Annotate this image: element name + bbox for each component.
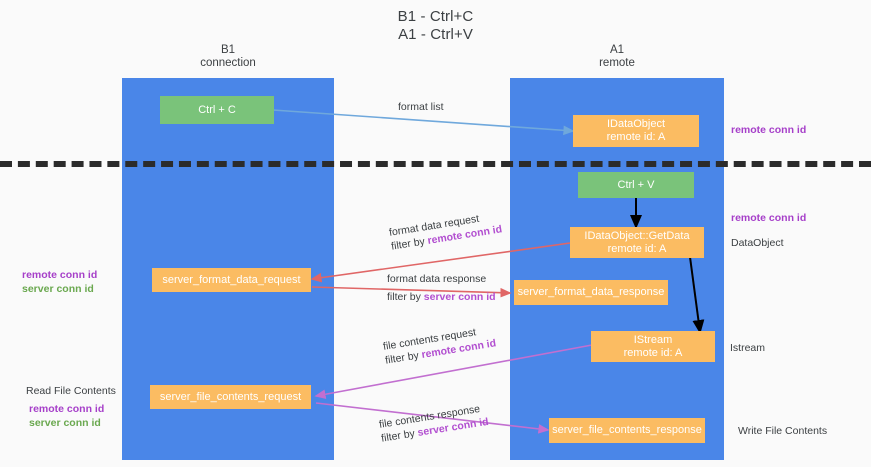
node-idataobject-line-2: remote id: A xyxy=(606,131,666,143)
column-header-a1-sub: remote xyxy=(599,57,635,69)
node-server-format-data-response[interactable]: server_format_data_response xyxy=(514,280,668,305)
node-idataobject-getdata[interactable]: IDataObject::GetData remote id: A xyxy=(570,227,704,258)
left-note-file-conn-ids: remote conn id server conn id xyxy=(29,402,104,430)
edge-label-format-data-response-filter: filter by server conn id xyxy=(387,290,496,304)
node-istream-line-2: remote id: A xyxy=(623,346,683,359)
node-getdata-line-1: IDataObject::GetData xyxy=(584,229,690,242)
edge-label-file-contents-request: file contents request filter by remote c… xyxy=(382,322,497,367)
column-header-a1: A1 remote xyxy=(510,44,724,70)
left-note-file-remote-conn-id: remote conn id xyxy=(29,403,105,415)
filter-prefix: filter by xyxy=(387,291,424,303)
diagram-title-line-1: B1 - Ctrl+C xyxy=(397,8,474,25)
node-idataobject[interactable]: IDataObject remote id: A xyxy=(573,115,699,147)
left-note-remote-conn-id: remote conn id xyxy=(22,269,98,281)
edge-label-format-list: format list xyxy=(398,100,444,114)
right-note-dataobject: DataObject xyxy=(731,237,784,249)
node-server-file-contents-request[interactable]: server_file_contents_request xyxy=(150,385,311,409)
edge-label-file-contents-response: file contents response filter by server … xyxy=(378,401,490,446)
column-header-b1-name: B1 xyxy=(220,44,236,56)
edge-label-format-list-text: format list xyxy=(398,101,444,113)
phase-separator xyxy=(0,161,871,167)
diagram-title: B1 - Ctrl+C A1 - Ctrl+V xyxy=(0,8,871,44)
edge-label-format-data-request: format data request filter by remote con… xyxy=(388,208,503,253)
column-header-b1-sub: connection xyxy=(200,57,256,69)
left-note-format-conn-ids: remote conn id server conn id xyxy=(22,268,97,296)
node-idataobject-line-1: IDataObject xyxy=(606,118,666,130)
right-note-mid-remote-conn-id: remote conn id xyxy=(731,212,807,224)
node-ctrl-v[interactable]: Ctrl + V xyxy=(578,172,694,198)
right-note-write-file-contents: Write File Contents xyxy=(738,425,828,437)
edge-label-format-data-response-text: format data response xyxy=(387,273,487,285)
diagram-title-line-2: A1 - Ctrl+V xyxy=(398,26,473,43)
node-server-file-contents-request-label: server_file_contents_request xyxy=(159,390,302,403)
node-server-file-contents-response-label: server_file_contents_response xyxy=(552,424,702,436)
left-note-read-file-contents: Read File Contents xyxy=(26,385,116,397)
column-header-b1: B1 connection xyxy=(122,44,334,70)
node-server-format-data-request[interactable]: server_format_data_request xyxy=(152,268,311,292)
right-note-istream: Istream xyxy=(730,342,766,354)
column-header-a1-name: A1 xyxy=(609,44,625,56)
node-server-format-data-request-label: server_format_data_request xyxy=(162,273,301,286)
node-getdata-line-2: remote id: A xyxy=(607,242,667,255)
left-note-server-conn-id: server conn id xyxy=(22,283,94,295)
left-note-file-server-conn-id: server conn id xyxy=(29,417,101,429)
filter-key-server-conn-id: server conn id xyxy=(423,291,496,303)
node-ctrl-c[interactable]: Ctrl + C xyxy=(160,96,274,124)
node-server-file-contents-response[interactable]: server_file_contents_response xyxy=(549,418,705,443)
node-ctrl-c-label: Ctrl + C xyxy=(198,103,236,116)
edge-label-format-data-response: format data response filter by server co… xyxy=(387,272,496,304)
node-istream[interactable]: IStream remote id: A xyxy=(591,331,715,362)
node-istream-line-1: IStream xyxy=(633,333,673,346)
node-ctrl-v-label: Ctrl + V xyxy=(617,178,655,191)
node-server-format-data-response-label: server_format_data_response xyxy=(517,286,665,298)
right-note-top-remote-conn-id: remote conn id xyxy=(731,124,807,136)
